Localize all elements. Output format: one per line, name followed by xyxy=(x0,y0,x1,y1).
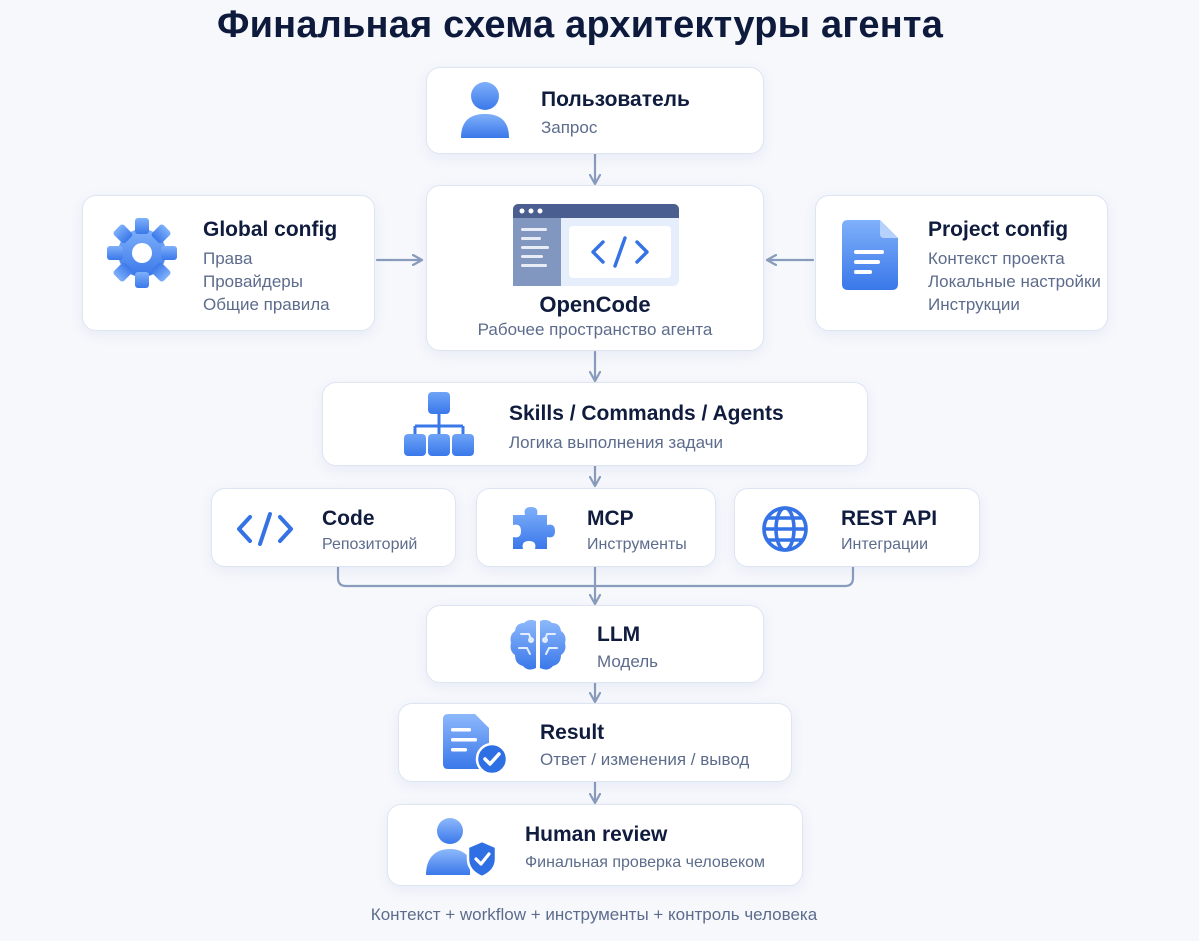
mcp-title: MCP xyxy=(587,507,634,530)
user-shield-icon xyxy=(426,818,498,877)
gear-icon xyxy=(107,218,177,288)
global-config-node: Global config Права Провайдеры Общие пра… xyxy=(82,195,375,331)
page-title: Финальная схема архитектуры агента xyxy=(216,4,944,46)
document-check-icon xyxy=(443,714,509,776)
mcp-node: MCP Инструменты xyxy=(476,488,716,567)
rest-api-title: REST API xyxy=(841,507,938,530)
project-config-node: Project config Контекст проекта Локальны… xyxy=(815,195,1108,331)
global-config-item: Права xyxy=(203,249,253,268)
opencode-node: OpenCode Рабочее пространство агента xyxy=(426,185,764,351)
project-config-item: Локальные настройки xyxy=(928,272,1101,291)
result-subtitle: Ответ / изменения / вывод xyxy=(540,750,750,769)
user-subtitle: Запрос xyxy=(541,118,598,137)
user-node: Пользователь Запрос xyxy=(426,67,764,154)
project-config-item: Контекст проекта xyxy=(928,249,1065,268)
globe-icon xyxy=(762,506,808,552)
rest-api-subtitle: Интеграции xyxy=(841,536,929,553)
skills-subtitle: Логика выполнения задачи xyxy=(509,433,724,452)
llm-title: LLM xyxy=(597,623,641,646)
result-node: Result Ответ / изменения / вывод xyxy=(398,703,792,782)
result-title: Result xyxy=(540,721,605,744)
human-review-title: Human review xyxy=(525,823,668,846)
mcp-subtitle: Инструменты xyxy=(587,536,687,553)
puzzle-icon xyxy=(513,507,555,549)
global-config-item: Провайдеры xyxy=(203,272,303,291)
project-config-title: Project config xyxy=(928,218,1069,241)
document-icon xyxy=(842,220,898,290)
footer-caption: Контекст + workflow + инструменты + конт… xyxy=(370,905,818,924)
user-title: Пользователь xyxy=(541,88,690,111)
hierarchy-icon xyxy=(404,392,474,456)
code-title: Code xyxy=(322,507,375,530)
code-window-icon xyxy=(513,204,679,286)
code-subtitle: Репозиторий xyxy=(322,536,418,553)
llm-subtitle: Модель xyxy=(597,652,659,671)
rest-api-node: REST API Интеграции xyxy=(734,488,980,567)
global-config-title: Global config xyxy=(203,218,338,241)
human-review-node: Human review Финальная проверка человеко… xyxy=(387,804,803,886)
project-config-item: Инструкции xyxy=(928,295,1020,314)
skills-node: Skills / Commands / Agents Логика выполн… xyxy=(322,382,868,466)
opencode-title: OpenCode xyxy=(539,292,651,317)
code-brackets-icon xyxy=(237,512,293,546)
opencode-subtitle: Рабочее пространство агента xyxy=(477,320,713,339)
brain-icon xyxy=(510,619,566,670)
skills-title: Skills / Commands / Agents xyxy=(509,402,784,425)
user-icon xyxy=(461,82,509,138)
code-node: Code Репозиторий xyxy=(211,488,456,567)
llm-node: LLM Модель xyxy=(426,605,764,683)
global-config-item: Общие правила xyxy=(203,295,330,314)
human-review-subtitle: Финальная проверка человеком xyxy=(525,854,766,871)
